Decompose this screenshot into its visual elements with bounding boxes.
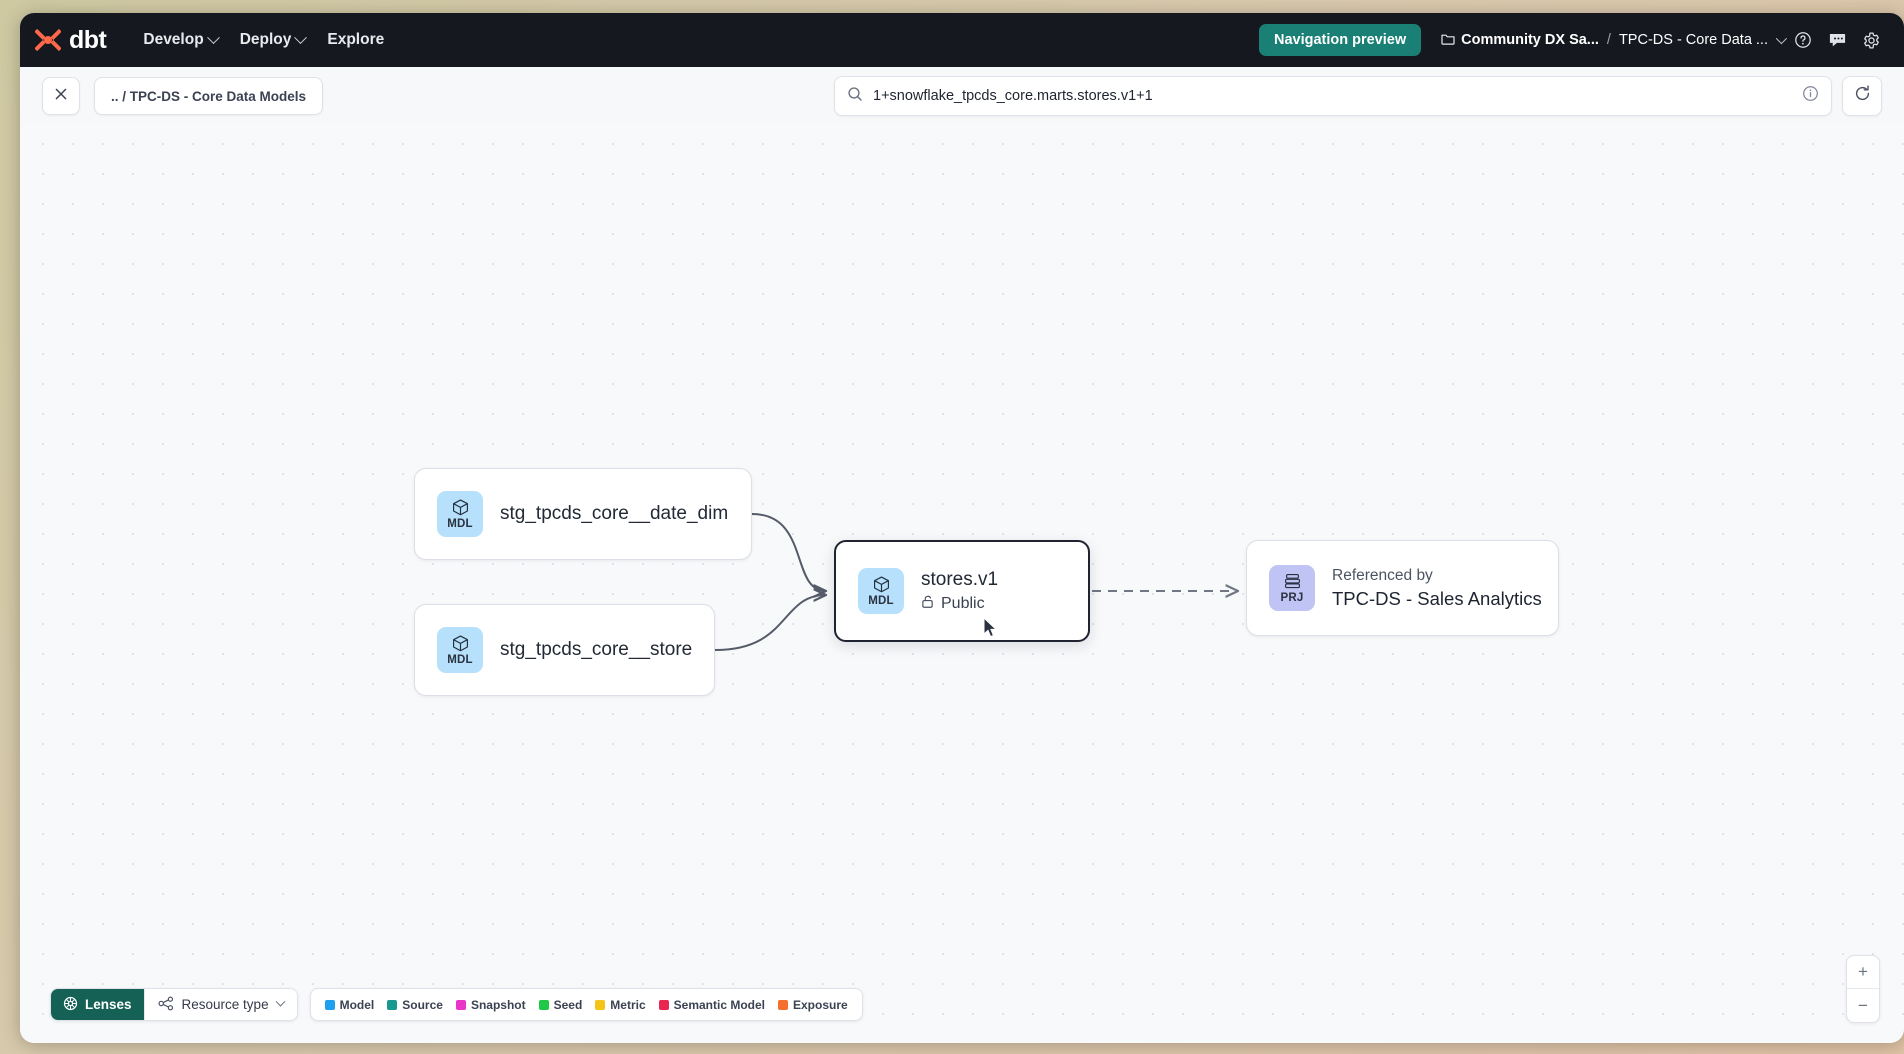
access-level-label: Public: [941, 594, 985, 612]
legend-swatch: [455, 999, 466, 1010]
legend-label: Metric: [610, 997, 646, 1012]
access-level: Public: [921, 594, 998, 614]
legend-item-exposure: Exposure: [778, 998, 848, 1012]
legend-swatch: [658, 999, 669, 1010]
legend-item-snapshot: Snapshot: [455, 997, 526, 1012]
legend-swatch: [324, 999, 335, 1010]
breadcrumb-account-label: Community DX Sa...: [1461, 32, 1599, 48]
refresh-button[interactable]: [1842, 76, 1882, 116]
resource-type-dropdown[interactable]: Resource type: [143, 989, 297, 1020]
help-icon[interactable]: [1788, 25, 1818, 55]
model-badge-label: MDL: [868, 594, 894, 607]
lineage-toolbar: .. / TPC-DS - Core Data Models: [20, 67, 1904, 125]
zoom-controls: + −: [1846, 955, 1880, 1023]
legend-swatch: [538, 999, 549, 1010]
project-badge: PRJ: [1269, 565, 1315, 611]
breadcrumb-account[interactable]: Community DX Sa...: [1441, 32, 1599, 49]
model-badge-label: MDL: [447, 653, 473, 666]
legend-item-seed: Seed: [538, 997, 583, 1012]
folder-icon: [1441, 32, 1455, 49]
legend-label: Snapshot: [470, 997, 526, 1012]
zoom-in-button[interactable]: +: [1847, 956, 1879, 989]
search-icon: [847, 86, 863, 107]
chevron-down-icon: [206, 30, 220, 44]
lineage-node-text: Referenced by TPC-DS - Sales Analytics: [1332, 567, 1542, 610]
gear-icon[interactable]: [1856, 25, 1886, 55]
breadcrumb-project-label: TPC-DS - Core Data ...: [1618, 32, 1768, 48]
lineage-node-title: stg_tpcds_core__date_dim: [500, 503, 729, 524]
lineage-canvas[interactable]: MDL stg_tpcds_core__date_dim MDL stg_tpc…: [20, 125, 1904, 1043]
lineage-edges: [714, 513, 1904, 651]
lenses-button[interactable]: Lenses: [51, 989, 144, 1020]
nav-item-explore-label: Explore: [327, 31, 385, 48]
legend-label: Seed: [553, 997, 583, 1012]
navigation-preview-button[interactable]: Navigation preview: [1258, 24, 1422, 56]
account-project-breadcrumb: Community DX Sa... / TPC-DS - Core Data …: [1441, 32, 1788, 49]
breadcrumb-separator: /: [1606, 32, 1611, 48]
lenses-label: Lenses: [85, 997, 132, 1012]
search-input[interactable]: [873, 88, 1792, 104]
lineage-node-text: stores.v1 Public: [921, 569, 998, 614]
lineage-bottom-bar: Lenses Resource type: [50, 988, 863, 1021]
zoom-out-button[interactable]: −: [1858, 995, 1868, 1015]
breadcrumb-chip[interactable]: .. / TPC-DS - Core Data Models: [94, 77, 324, 115]
legend-swatch: [595, 999, 606, 1010]
lens-icon: [63, 996, 78, 1014]
lineage-node-title: TPC-DS - Sales Analytics: [1332, 587, 1542, 609]
lineage-node-title: stg_tpcds_core__store: [500, 639, 693, 660]
dbt-logo[interactable]: dbt: [34, 25, 107, 55]
resource-type-legend: Model Source Snapshot Seed: [309, 988, 863, 1021]
search-zone: [834, 76, 1882, 116]
chevron-down-icon: [275, 996, 286, 1007]
info-icon[interactable]: [1802, 85, 1819, 107]
model-badge: MDL: [437, 627, 483, 673]
unlock-icon: [921, 594, 934, 614]
refresh-icon: [1853, 84, 1872, 108]
brand-text: dbt: [69, 25, 107, 54]
legend-label: Exposure: [793, 997, 848, 1012]
model-badge: MDL: [437, 491, 483, 537]
legend-item-source: Source: [387, 998, 443, 1012]
referenced-by-label: Referenced by: [1332, 566, 1433, 584]
top-navigation-bar: dbt Develop Deploy Explore Navigation pr…: [20, 13, 1904, 67]
cube-icon: [451, 634, 470, 654]
nodes-icon: [158, 996, 174, 1014]
lineage-node-sales-analytics[interactable]: PRJ Referenced by TPC-DS - Sales Analyti…: [1246, 540, 1559, 636]
legend-item-metric: Metric: [595, 997, 646, 1012]
model-badge-label: MDL: [447, 517, 473, 530]
chevron-down-icon: [294, 30, 308, 44]
lineage-node-stg-date-dim[interactable]: MDL stg_tpcds_core__date_dim: [414, 468, 752, 560]
lineage-node-stores-v1[interactable]: MDL stores.v1 Public: [834, 540, 1090, 642]
dbt-x-logo-icon: [34, 27, 62, 53]
project-badge-label: PRJ: [1280, 591, 1304, 604]
nav-item-develop[interactable]: Develop: [132, 24, 228, 56]
legend-label: Model: [339, 997, 375, 1012]
cube-icon: [451, 498, 470, 518]
nav-item-explore[interactable]: Explore: [316, 24, 395, 56]
legend-swatch: [387, 999, 398, 1010]
close-icon: [53, 86, 69, 107]
lenses-control-group: Lenses Resource type: [50, 988, 298, 1021]
nav-item-deploy[interactable]: Deploy: [229, 24, 317, 56]
dbt-explore-window: dbt Develop Deploy Explore Navigation pr…: [20, 13, 1904, 1043]
close-button[interactable]: [42, 77, 80, 115]
legend-label: Source: [402, 997, 443, 1012]
resource-type-label: Resource type: [181, 997, 269, 1012]
chevron-down-icon: [1775, 32, 1788, 45]
lineage-node-stg-store[interactable]: MDL stg_tpcds_core__store: [414, 604, 715, 696]
legend-item-semantic-model: Semantic Model: [658, 997, 765, 1012]
feedback-icon[interactable]: [1822, 25, 1852, 55]
legend-swatch: [778, 999, 788, 1010]
lineage-search-box[interactable]: [834, 76, 1832, 116]
model-badge: MDL: [858, 568, 904, 614]
legend-item-model: Model: [324, 997, 375, 1012]
nav-item-develop-label: Develop: [143, 31, 204, 48]
stack-icon: [1283, 572, 1302, 592]
cube-icon: [872, 575, 891, 595]
nav-item-deploy-label: Deploy: [239, 31, 292, 48]
breadcrumb-project[interactable]: TPC-DS - Core Data ...: [1618, 32, 1788, 48]
legend-label: Semantic Model: [673, 997, 765, 1012]
lineage-node-title: stores.v1: [921, 568, 999, 590]
